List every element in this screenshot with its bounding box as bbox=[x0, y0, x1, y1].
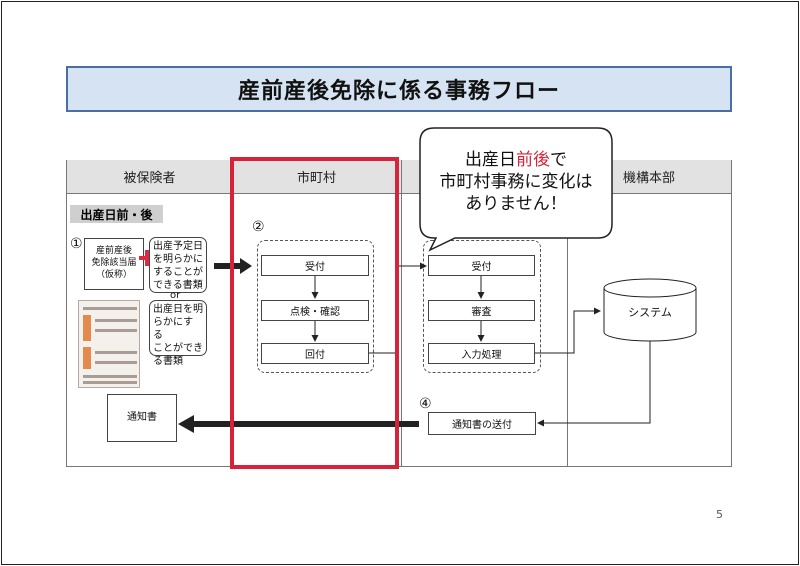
connector bbox=[537, 338, 651, 427]
municipality-step-forward: 回付 bbox=[261, 343, 369, 364]
office-step-receive: 受付 bbox=[428, 255, 535, 276]
form-line bbox=[95, 361, 137, 364]
notice-return-arrow bbox=[178, 415, 419, 433]
system-database-icon bbox=[603, 278, 697, 298]
bubble-message: 出産日前後で 市町村事務に変化は ありません！ bbox=[439, 150, 593, 214]
speech-bubble bbox=[419, 127, 613, 252]
form-line bbox=[95, 329, 137, 332]
form-line bbox=[83, 381, 137, 384]
municipality-process-group bbox=[257, 240, 374, 373]
form-line bbox=[83, 307, 137, 310]
or-label: or bbox=[170, 290, 181, 301]
form-line bbox=[95, 319, 137, 322]
office-step-review: 審査 bbox=[428, 300, 535, 321]
form-block bbox=[83, 315, 91, 341]
municipality-step-check: 点検・確認 bbox=[261, 300, 369, 321]
step-number-2: ② bbox=[252, 219, 265, 235]
due-date-doc-note: 出産予定日 を明らかに することが できる書類 bbox=[149, 237, 207, 293]
lane-insured: 被保険者 bbox=[67, 160, 232, 194]
page-title: 産前産後免除に係る事務フロー bbox=[66, 66, 732, 112]
send-notice-box: 通知書の送付 bbox=[428, 412, 536, 435]
birth-date-doc-note: 出産日を明 らかにする ことができ る書類 bbox=[149, 300, 207, 367]
red-plus-icon bbox=[145, 250, 149, 266]
form-line bbox=[95, 351, 137, 354]
lane-divider bbox=[401, 160, 402, 467]
form-sample-image bbox=[78, 300, 140, 388]
connector bbox=[535, 307, 601, 354]
step-number-4: ④ bbox=[419, 396, 432, 412]
form-block bbox=[83, 347, 91, 369]
form-line bbox=[83, 375, 137, 378]
system-database-icon bbox=[603, 288, 697, 342]
municipality-highlight-frame bbox=[230, 157, 399, 469]
office-process-group bbox=[423, 240, 541, 373]
system-label: システム bbox=[628, 306, 672, 319]
lane-divider bbox=[567, 160, 568, 467]
lane-municipality: 市町村 bbox=[232, 160, 401, 194]
step-number-1: ① bbox=[70, 236, 83, 252]
office-step-input: 入力処理 bbox=[428, 343, 535, 364]
exemption-form-doc: 産前産後 免除該当届 （仮称） bbox=[84, 238, 144, 290]
page-number: 5 bbox=[716, 508, 723, 521]
notice-doc: 通知書 bbox=[107, 394, 177, 442]
municipality-step-receive: 受付 bbox=[261, 255, 369, 276]
section-label: 出産日前・後 bbox=[70, 205, 163, 223]
